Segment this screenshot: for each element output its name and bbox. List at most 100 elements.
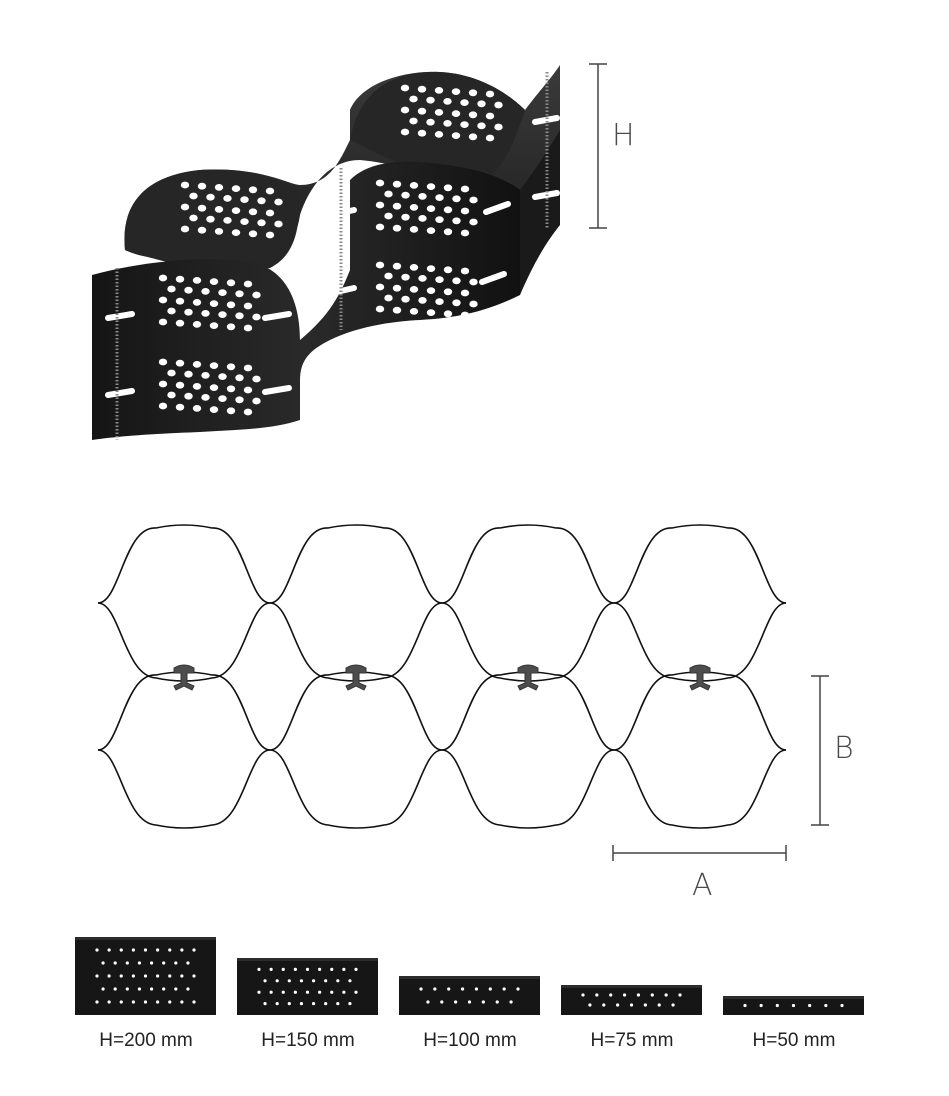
perforation-hole [175,319,185,327]
perforation-hole [158,402,168,410]
perforation-hole [192,277,202,284]
perforation-hole [175,359,185,367]
perforation-hole [477,122,486,130]
perforation-hole [435,216,444,224]
perforation-hole [392,180,402,188]
strip-hole [257,967,261,972]
strip-hole [101,961,105,965]
slot [532,115,560,125]
strip-hole [440,1000,444,1004]
perforation-hole [443,288,453,296]
perforation-hole [418,275,427,282]
strip-hole [113,987,117,991]
strip-hole [287,1002,291,1006]
perforation-hole [400,84,410,92]
strip-hole [305,967,310,972]
perforation-hole [184,308,193,316]
strip-hole [137,961,142,965]
perforation-hole [401,273,410,281]
strip-hole [293,990,297,994]
strip-hole [131,974,135,978]
perforation-hole [218,395,227,402]
perforation-hole [243,280,253,288]
strip-hole [107,974,111,978]
perforation-hole [426,227,436,235]
perforation-hole [231,185,241,193]
perforation-hole [443,184,453,192]
perforation-hole [243,324,253,332]
perforation-hole [384,190,393,198]
strip-hole [180,948,184,952]
perforation-hole [469,218,478,226]
perforation-hole [218,311,227,318]
perforation-hole [265,187,275,195]
perforation-hole [460,267,470,275]
perforation-hole [226,407,236,415]
perforation-hole [401,295,410,303]
strip-hole [609,993,613,997]
perforation-hole [468,89,478,97]
perforation-hole [434,131,444,138]
perforation-hole [375,201,385,209]
perforation-hole [274,198,283,206]
perforation-hole [426,183,436,191]
strip-hole [336,979,340,983]
strip-hole [808,1003,812,1008]
strip-hole [330,967,334,972]
strip-hole [137,987,142,991]
strip-hole [318,967,322,972]
perforation-hole [469,300,478,308]
perforation-hole [452,195,461,203]
slot [483,201,511,215]
perforation-hole [265,209,275,217]
perforation-hole [192,361,202,368]
strip-hole [299,1002,304,1006]
strip-hole [119,1000,123,1004]
perforation-hole [443,206,453,214]
perforation-hole [375,261,385,269]
strip-hole [759,1003,763,1008]
perforation-hole [460,289,470,297]
perforation-hole [218,373,227,380]
strip-hole [467,1000,472,1004]
perforation-hole [226,385,236,393]
slot [105,311,135,321]
height-caption-200: H=200 mm [99,1030,193,1051]
perforation-hole [426,205,436,213]
strip-hole [595,993,599,997]
strip-hole [131,948,135,952]
perforation-hole [409,117,418,125]
strip-hole [113,961,117,965]
height-dimension: H [589,63,635,229]
perforation-hole [384,294,393,302]
strip-hole [671,1003,675,1007]
connector-clip [345,664,367,691]
perforation-hole [158,318,168,326]
strip-hole [281,967,285,972]
perforation-hole [158,358,168,366]
perforation-hole [257,219,266,227]
strip-hole [192,948,196,952]
strip-hole [156,948,160,952]
strip-hole [588,1003,592,1007]
perforation-hole [243,364,253,372]
perforation-hole [158,296,168,304]
cell-edge [97,602,787,682]
height-variants [75,937,864,1015]
perforation-hole [252,313,261,321]
connector-clip [517,664,539,691]
strip-hole [149,987,154,991]
perforation-hole [175,381,185,389]
perforation-hole [248,208,258,216]
strip-hole [107,1000,111,1004]
perforation-hole [214,228,224,235]
perforation-hole [197,226,207,234]
strip-hole [791,1003,796,1008]
strip-hole [318,990,322,994]
perforation-hole [226,301,236,309]
perforation-hole [223,217,232,224]
perforation-hole [231,229,241,237]
perforation-hole [184,286,193,294]
perforation-hole [417,107,427,115]
slot [262,385,292,395]
